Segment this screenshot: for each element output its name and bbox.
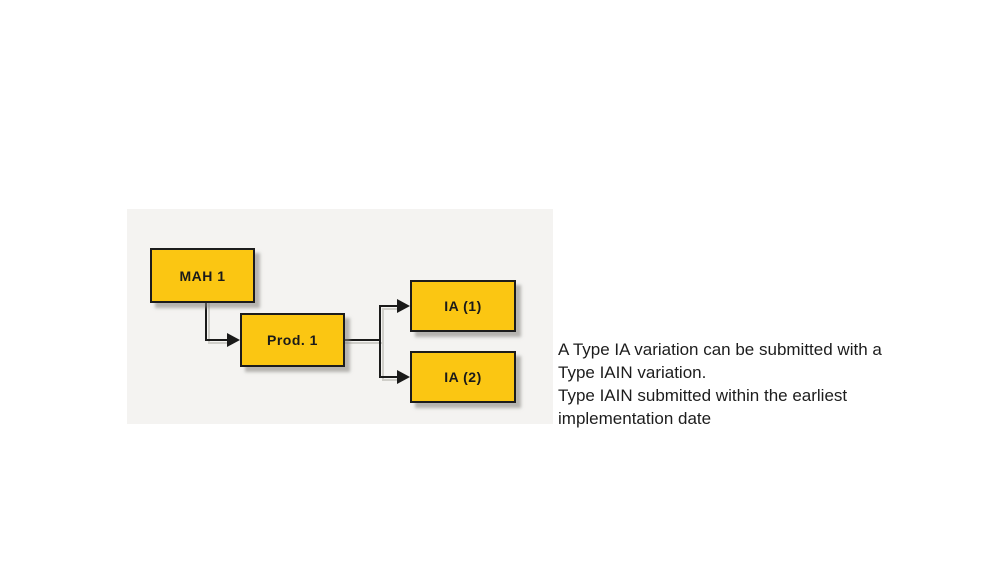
arrowhead-icon-prod1 [227, 333, 240, 347]
node-ia2: IA (2) [410, 351, 516, 403]
node-prod1-label: Prod. 1 [267, 332, 318, 348]
connector-mah1-prod1 [205, 300, 230, 341]
node-ia1: IA (1) [410, 280, 516, 332]
caption: A Type IA variation can be submitted wit… [558, 338, 908, 430]
node-ia1-label: IA (1) [444, 298, 482, 314]
node-mah1-label: MAH 1 [179, 267, 226, 284]
node-mah1: MAH 1 [150, 248, 255, 303]
arrowhead-icon-ia2 [397, 370, 410, 384]
connector-prod1-ia1 [345, 305, 400, 341]
connector-prod1-ia2 [379, 340, 400, 378]
caption-line-4: implementation date [558, 409, 712, 428]
connector-layer [205, 299, 410, 384]
caption-line-3: Type IAIN submitted within the earliest [558, 386, 848, 405]
arrowhead-icon-ia1 [397, 299, 410, 313]
caption-line-2: Type IAIN variation. [558, 363, 707, 382]
connector-shadows [208, 302, 403, 381]
node-prod1: Prod. 1 [240, 313, 345, 367]
node-ia2-label: IA (2) [444, 369, 482, 385]
caption-line-1: A Type IA variation can be submitted wit… [558, 340, 882, 359]
